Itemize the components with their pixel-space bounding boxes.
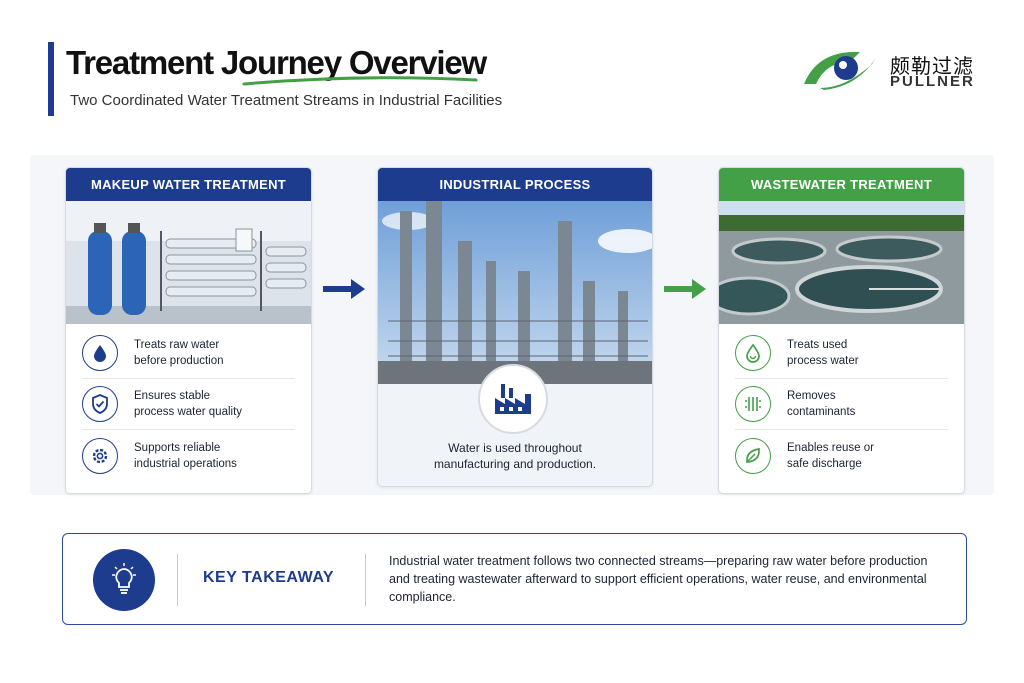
clarifier-tanks-photo — [719, 201, 964, 324]
item-text: Treats raw water before production — [134, 339, 224, 367]
stage-description: Water is used throughout manufacturing a… — [433, 441, 597, 471]
logo-text-cn: 颇勒过滤 — [890, 54, 974, 78]
item-text: Enables reuse or safe discharge — [787, 441, 874, 470]
title-accent-bar — [48, 42, 54, 116]
page-title: Treatment Journey Overview — [66, 44, 487, 81]
list-item: Ensures stable process water quality — [82, 379, 295, 430]
gear-icon — [82, 437, 118, 474]
stage-title: WASTEWATER TREATMENT — [719, 168, 964, 201]
leaf-icon — [735, 437, 771, 474]
key-takeaway-box: KEY TAKEAWAY Industrial water treatment … — [62, 533, 967, 625]
item-text: Supports reliable industrial operations — [134, 441, 237, 470]
arrow-right-icon — [664, 279, 706, 299]
item-text: Ensures stable process water quality — [134, 390, 243, 418]
logo-mark-icon — [804, 51, 878, 90]
lightbulb-icon — [93, 549, 155, 611]
stage-title: MAKEUP WATER TREATMENT — [66, 168, 311, 201]
stage-title: INDUSTRIAL PROCESS — [378, 168, 652, 201]
stage-card-wastewater: WASTEWATER TREATMENT Treats used process… — [718, 167, 965, 494]
divider — [177, 554, 178, 606]
list-item: Removes contaminants — [735, 379, 948, 430]
takeaway-text: Industrial water treatment follows two c… — [389, 554, 928, 604]
refinery-photo — [378, 201, 652, 384]
list-item: Enables reuse or safe discharge — [735, 430, 948, 481]
filter-icon — [735, 386, 771, 422]
arrow-right-icon — [323, 279, 365, 299]
title-underline-swoosh — [242, 76, 478, 86]
divider — [365, 554, 366, 606]
pullner-logo — [800, 44, 980, 94]
filtration-equipment-photo — [66, 201, 311, 324]
stage-card-industrial-process: INDUSTRIAL PROCESS — [377, 167, 653, 487]
stage-item-list: Treats used process water Removes contam… — [719, 324, 964, 481]
stage-item-list: Treats raw water before production Ensur… — [66, 324, 311, 481]
list-item: Treats used process water — [735, 328, 948, 379]
factory-icon — [478, 364, 548, 434]
item-text: Treats used process water — [787, 339, 859, 367]
page-subtitle: Two Coordinated Water Treatment Streams … — [70, 92, 503, 109]
item-text: Removes contaminants — [787, 390, 856, 418]
shield-check-icon — [82, 386, 118, 422]
logo-text-en: PULLNER — [890, 73, 975, 90]
list-item: Supports reliable industrial operations — [82, 430, 295, 481]
list-item: Treats raw water before production — [82, 328, 295, 379]
stage-card-makeup-water: MAKEUP WATER TREATMENT — [65, 167, 312, 494]
recycle-drop-icon — [735, 335, 771, 371]
water-drop-icon — [82, 335, 118, 371]
takeaway-label: KEY TAKEAWAY — [203, 569, 335, 586]
